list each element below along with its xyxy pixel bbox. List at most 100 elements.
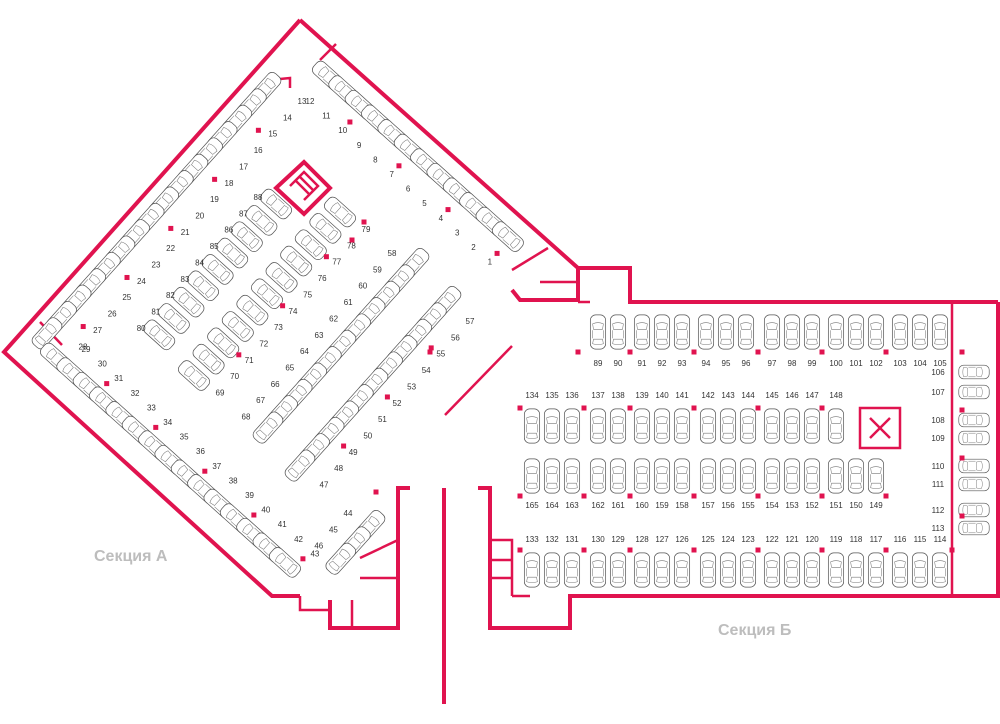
spot-number: 26 [108, 310, 117, 319]
spot-number: 88 [254, 193, 263, 202]
spot-number: 118 [850, 535, 863, 544]
car-icon [719, 408, 737, 444]
car-icon [737, 314, 755, 350]
spot-number: 100 [829, 359, 843, 368]
spot-marker [627, 405, 633, 411]
spot-number: 36 [196, 447, 205, 456]
spot-number: 87 [239, 209, 248, 218]
section-b-walls [442, 266, 1000, 704]
spot-number: 102 [869, 359, 883, 368]
spot-number: 44 [344, 509, 353, 518]
spot-marker [251, 512, 257, 518]
spot-marker [819, 405, 825, 411]
spot-number: 82 [166, 291, 175, 300]
spot-number: 107 [931, 388, 945, 397]
spot-number: 79 [362, 225, 371, 234]
spot-number: 153 [785, 501, 799, 510]
spot-number: 105 [933, 359, 947, 368]
spot-marker [124, 274, 130, 280]
car-icon [783, 314, 801, 350]
spot-number: 165 [525, 501, 539, 510]
spot-number: 3 [455, 228, 460, 237]
spot-number: 104 [913, 359, 927, 368]
car-icon [282, 447, 318, 484]
spot-number: 64 [300, 347, 309, 356]
spot-number: 157 [701, 501, 715, 510]
spot-marker [494, 250, 500, 256]
spot-number: 31 [114, 374, 123, 383]
spot-number: 148 [829, 391, 843, 400]
spot-number: 47 [320, 481, 329, 490]
car-icon [958, 430, 990, 446]
spot-number: 63 [315, 331, 324, 340]
spot-number: 156 [721, 501, 735, 510]
spot-number: 89 [594, 359, 603, 368]
spot-number: 75 [303, 290, 312, 299]
car-icon [847, 458, 865, 494]
spot-number: 160 [635, 501, 649, 510]
spot-number: 159 [655, 501, 669, 510]
spot-number: 91 [638, 359, 647, 368]
car-icon [609, 552, 627, 588]
spot-number: 125 [701, 535, 715, 544]
car-icon [653, 552, 671, 588]
car-icon [783, 552, 801, 588]
car-icon [563, 408, 581, 444]
car-icon [931, 314, 949, 350]
spot-number: 14 [283, 113, 292, 122]
spot-number: 55 [436, 350, 445, 359]
car-icon [827, 458, 845, 494]
car-icon [673, 552, 691, 588]
spot-marker [627, 493, 633, 499]
spot-marker [517, 493, 523, 499]
spot-number: 92 [658, 359, 667, 368]
spot-number: 59 [373, 265, 382, 274]
spot-number: 97 [768, 359, 777, 368]
spot-marker [255, 127, 261, 133]
spot-marker [341, 443, 347, 449]
spot-number: 38 [229, 476, 238, 485]
spot-number: 143 [721, 391, 735, 400]
spot-marker [581, 405, 587, 411]
spot-marker [153, 424, 159, 430]
spot-number: 116 [894, 535, 907, 544]
spot-number: 155 [741, 501, 755, 510]
section-b-label: Секция Б [718, 622, 791, 639]
car-icon [523, 458, 541, 494]
spot-number: 54 [422, 366, 431, 375]
car-icon [803, 458, 821, 494]
spot-number: 142 [701, 391, 715, 400]
spot-number: 121 [785, 535, 799, 544]
car-icon [673, 408, 691, 444]
car-icon [699, 552, 717, 588]
spot-number: 70 [230, 372, 239, 381]
spot-number: 140 [655, 391, 669, 400]
spot-marker [959, 455, 965, 461]
spot-marker [691, 547, 697, 553]
car-icon [543, 458, 561, 494]
spot-marker [517, 547, 523, 553]
car-icon [653, 408, 671, 444]
spot-marker [959, 407, 965, 413]
spot-marker [883, 349, 889, 355]
spot-number: 43 [310, 549, 319, 558]
spot-marker [691, 349, 697, 355]
spot-number: 162 [591, 501, 605, 510]
spot-marker [428, 345, 434, 351]
spot-marker [627, 349, 633, 355]
spot-number: 32 [131, 389, 140, 398]
spot-number: 80 [137, 324, 146, 333]
staircase-icon [273, 159, 333, 217]
car-icon [609, 408, 627, 444]
section-a-parking-spots: 1314151617181920212223242526272812111098… [29, 58, 527, 580]
spot-marker [300, 556, 306, 562]
spot-marker [883, 547, 889, 553]
spot-number: 60 [358, 282, 367, 291]
spot-number: 5 [422, 199, 427, 208]
spot-number: 110 [932, 462, 945, 471]
car-icon [911, 552, 929, 588]
spot-number: 126 [675, 535, 689, 544]
spot-number: 74 [289, 307, 298, 316]
spot-number: 42 [294, 535, 303, 544]
